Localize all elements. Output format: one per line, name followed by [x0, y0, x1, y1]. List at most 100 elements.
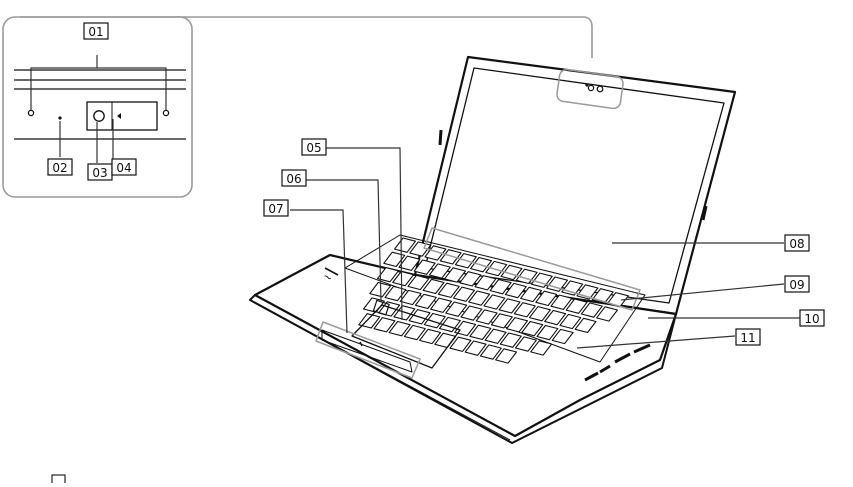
- keyboard-key: [413, 259, 436, 275]
- keyboard-key: [546, 276, 569, 292]
- keyboard-key: [565, 298, 588, 314]
- keyboard-key: [536, 324, 559, 341]
- callout-11: 11: [735, 328, 761, 346]
- callout-08: 08: [784, 234, 810, 252]
- keyboard-key: [449, 336, 472, 352]
- callout-11-label: 11: [740, 331, 755, 345]
- keyboard-key: [535, 290, 558, 307]
- keyboard-key: [437, 282, 460, 298]
- lid-camera-icon: [587, 84, 595, 92]
- callout-08-label: 08: [789, 237, 804, 251]
- keyboard-key: [414, 293, 437, 310]
- fingerprint-sensor-icon: [372, 299, 390, 316]
- keyboard-key: [520, 286, 543, 303]
- sensor-dot-icon: [58, 116, 62, 120]
- keyboard-key: [422, 278, 445, 295]
- callout-boxes: 01 02 03 04 05 06 07 08: [47, 22, 825, 346]
- callout-02: 02: [47, 158, 73, 176]
- keyboard-key: [474, 275, 497, 291]
- keyboard-key: [479, 344, 502, 360]
- keyboard-key: [428, 263, 451, 279]
- keyboard-key: [580, 302, 603, 318]
- camera-indicator-icon: [117, 113, 121, 119]
- keyboard-key: [430, 297, 453, 313]
- base-edge: [249, 294, 677, 444]
- keyboard-key: [424, 245, 447, 261]
- camera-lens-icon: [93, 110, 105, 122]
- camera-housing: [86, 101, 158, 131]
- keyboard-key: [439, 249, 462, 265]
- keyboard-key: [452, 286, 475, 302]
- keyboard-key: [419, 328, 442, 345]
- callout-01-label: 01: [88, 25, 103, 39]
- keyboard-key: [495, 348, 518, 364]
- callout-03-label: 03: [92, 166, 107, 180]
- keyboard-key: [561, 280, 584, 296]
- callout-06: 06: [281, 169, 307, 187]
- lid-camera-highlight: [556, 68, 624, 110]
- keyboard-key: [383, 251, 406, 268]
- callout-01: 01: [83, 22, 109, 40]
- keyboard-key: [521, 320, 544, 337]
- keyboard-key: [403, 324, 426, 341]
- keyboard-key: [407, 274, 430, 291]
- front-edge-highlight: [315, 321, 421, 379]
- keyboard-key: [378, 301, 401, 317]
- keyboard-key: [444, 267, 467, 283]
- callout-05: 05: [301, 138, 327, 156]
- keyboard-key: [392, 270, 415, 287]
- hinge-highlight: [423, 227, 641, 311]
- callout-07-label: 07: [268, 202, 283, 216]
- keyboard-key: [464, 340, 487, 356]
- keyboard-key: [460, 305, 483, 321]
- keyboard-key: [513, 302, 536, 318]
- keyboard-key: [596, 306, 619, 322]
- keyboard-key: [483, 294, 506, 310]
- keyboard-key: [498, 298, 521, 314]
- callout-10: 10: [799, 309, 825, 327]
- keyboard-key: [499, 332, 522, 348]
- laptop-illustration: ~: [249, 55, 737, 444]
- keyboard-key: [468, 290, 491, 306]
- callout-07: 07: [263, 199, 289, 217]
- keyboard-key: [459, 271, 482, 287]
- keyboard-key: [514, 336, 537, 352]
- keyboard-key: [550, 294, 573, 310]
- inset-connector-line: [20, 16, 593, 58]
- keyboard-key: [445, 301, 468, 317]
- keyboard-key: [490, 313, 513, 329]
- legend-box: [51, 474, 66, 486]
- keyboard-key: [530, 340, 553, 356]
- callout-06-label: 06: [286, 172, 301, 186]
- callout-09: 09: [784, 275, 810, 293]
- camera-area-detail: [2, 16, 593, 198]
- callout-02-label: 02: [52, 161, 67, 175]
- leader-lines: [290, 147, 800, 349]
- callout-04-label: 04: [116, 161, 131, 175]
- keyboard-key: [399, 289, 422, 306]
- keyboard-key: [485, 260, 508, 277]
- callout-09-label: 09: [789, 278, 804, 292]
- keyboard-key: [506, 317, 529, 333]
- left-mic-icon: [27, 109, 35, 117]
- keyboard-key: [489, 278, 512, 295]
- inset-frame: [2, 16, 193, 198]
- keyboard-key: [500, 264, 523, 281]
- callout-05-label: 05: [306, 141, 321, 155]
- callout-03: 03: [87, 163, 113, 181]
- keyboard-key: [394, 237, 417, 253]
- callout-04: 04: [111, 158, 137, 176]
- touchpad: [351, 304, 461, 369]
- keyboard-key: [484, 328, 507, 344]
- lid-outer: [413, 55, 737, 316]
- keyboard-key: [574, 317, 597, 334]
- keyboard-deck: [344, 234, 646, 363]
- keyboard-key: [475, 309, 498, 325]
- keyboard-key: [373, 317, 396, 333]
- keyboard-key: [393, 305, 416, 321]
- keyboard-key: [469, 324, 492, 341]
- keyboard-key: [551, 328, 574, 345]
- keyboard-key: [528, 306, 551, 322]
